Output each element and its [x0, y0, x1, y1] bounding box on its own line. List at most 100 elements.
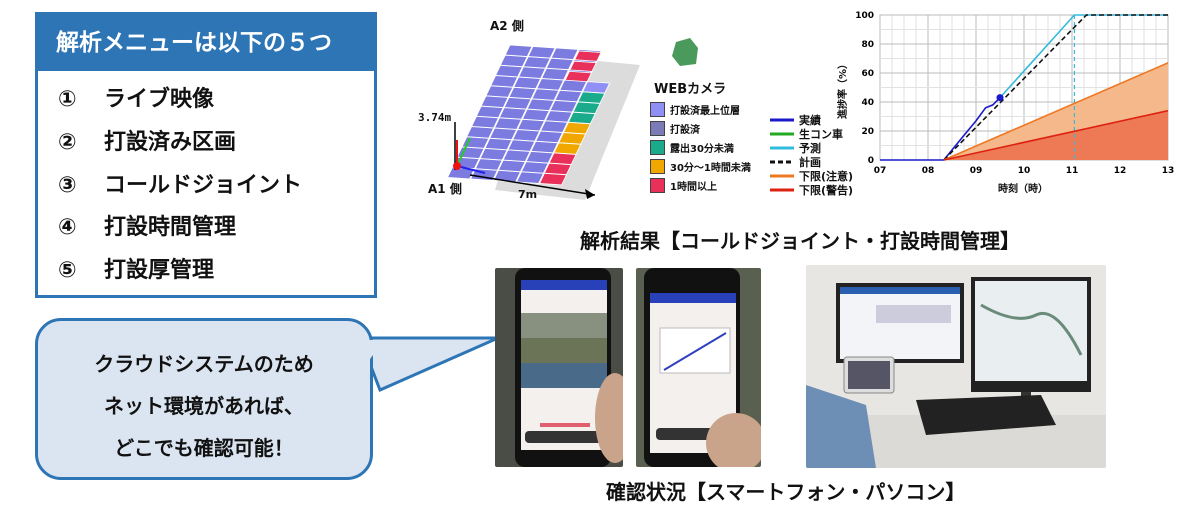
concrete-block [567, 111, 596, 125]
concrete-block [489, 127, 518, 141]
concrete-block [493, 117, 523, 130]
concrete-block [577, 91, 606, 104]
bubble-tail-joint [358, 340, 384, 370]
concrete-block [466, 126, 495, 139]
concrete-block [503, 97, 532, 110]
legend-item: 露出30分未満 [650, 138, 751, 157]
concrete-block [553, 142, 582, 155]
concrete-block [559, 79, 588, 93]
concrete-block [485, 85, 514, 98]
concrete-block [539, 120, 569, 133]
concrete-block [479, 148, 508, 161]
concrete-block [554, 89, 583, 103]
concrete-block [536, 78, 565, 91]
concrete-block [540, 67, 570, 81]
y-tick-label: 20 [861, 127, 874, 137]
x-tick-label: 12 [1114, 166, 1127, 176]
check-caption: 確認状況【スマートフォン・パソコン】 [606, 480, 966, 504]
concrete-block [520, 161, 549, 174]
concrete-block [545, 57, 574, 71]
concrete-block [558, 132, 587, 145]
x-tick-label: 08 [922, 166, 935, 176]
concrete-block [515, 171, 545, 184]
concrete-block [531, 88, 560, 101]
concrete-block [484, 137, 513, 151]
concrete-block [521, 108, 550, 122]
bubble-line: クラウドシステムのため [94, 352, 314, 376]
chart-legend: 実績 生コン車 予測 計画 下限(注意) 下限(警告) [770, 113, 853, 197]
legend-item: 打設済 [650, 119, 751, 138]
concrete-block [490, 75, 519, 88]
concrete-block [582, 81, 611, 94]
series-下限(注意) [943, 62, 1169, 161]
a2-side-label: A2 側 [490, 19, 524, 33]
y-tick-label: 40 [861, 98, 874, 108]
y-tick-label: 80 [861, 40, 874, 50]
concrete-block [549, 100, 578, 113]
y-tick-label: 60 [861, 69, 874, 79]
concrete-block [538, 172, 568, 186]
concrete-block [497, 159, 526, 173]
concrete-block [522, 56, 551, 69]
concrete-block [474, 158, 503, 171]
current-point [996, 94, 1004, 102]
webcam-label: WEBカメラ [654, 82, 727, 97]
x-tick-label: 13 [1162, 166, 1175, 176]
bubble-line: どこでも確認可能！ [114, 436, 294, 460]
bubble-line: ネット環境があれば、 [104, 394, 304, 418]
height-label: 3.74m [418, 111, 452, 124]
concrete-block [550, 47, 579, 60]
legend-item: 予測 [770, 142, 821, 155]
concrete-block [517, 66, 547, 79]
speech-bubble: クラウドシステムのため ネット環境があれば、 どこでも確認可能！ [35, 318, 373, 480]
x-axis-label: 時刻（時） [998, 184, 1048, 195]
y-tick-label: 0 [868, 156, 874, 166]
concrete-block [508, 86, 537, 100]
legend-item: 生コン車 [770, 128, 843, 141]
menu-title: 解析メニューは以下の５つ [38, 15, 374, 71]
concrete-block [513, 76, 542, 90]
concrete-block [504, 44, 533, 57]
a1-side-label: A1 側 [428, 182, 462, 196]
series-下限(警告) [943, 109, 1169, 161]
concrete-block [525, 151, 554, 164]
x-tick-label: 07 [874, 166, 887, 176]
concrete-block [526, 98, 555, 111]
block-legend: 打設済最上位層 打設済 露出30分未満 30分～1時間未満 1時間以上 [650, 100, 751, 195]
legend-item: 計画 [770, 156, 821, 169]
placement-3d-diagram [446, 44, 640, 200]
series-計画 [943, 14, 1168, 161]
concrete-block [502, 149, 531, 162]
y-tick-label: 100 [855, 11, 874, 21]
smartphone-live-video-photo [495, 268, 623, 467]
concrete-block [516, 118, 546, 132]
concrete-block [480, 95, 509, 108]
concrete-block [562, 121, 592, 135]
legend-item: 打設済最上位層 [650, 100, 751, 119]
series-予測 [999, 14, 1168, 99]
legend-item: 実績 [770, 114, 821, 127]
legend-item: 下限(警告) [770, 184, 854, 197]
concrete-block [544, 110, 573, 123]
webcam-icon [672, 38, 698, 66]
analysis-caption: 解析結果【コールドジョイント・打設時間管理】 [580, 229, 1020, 253]
width-label: 7m [518, 188, 538, 201]
concrete-block [530, 140, 559, 154]
concrete-block [507, 139, 536, 152]
concrete-block [499, 54, 528, 68]
concrete-block [498, 107, 527, 120]
concrete-block [470, 115, 500, 129]
concrete-block [543, 162, 572, 176]
legend-item: 下限(注意) [770, 170, 854, 183]
concrete-block [535, 130, 564, 144]
x-tick-label: 10 [1018, 166, 1031, 176]
series-実績 [880, 97, 1001, 161]
pc-monitors-photo [806, 265, 1106, 468]
